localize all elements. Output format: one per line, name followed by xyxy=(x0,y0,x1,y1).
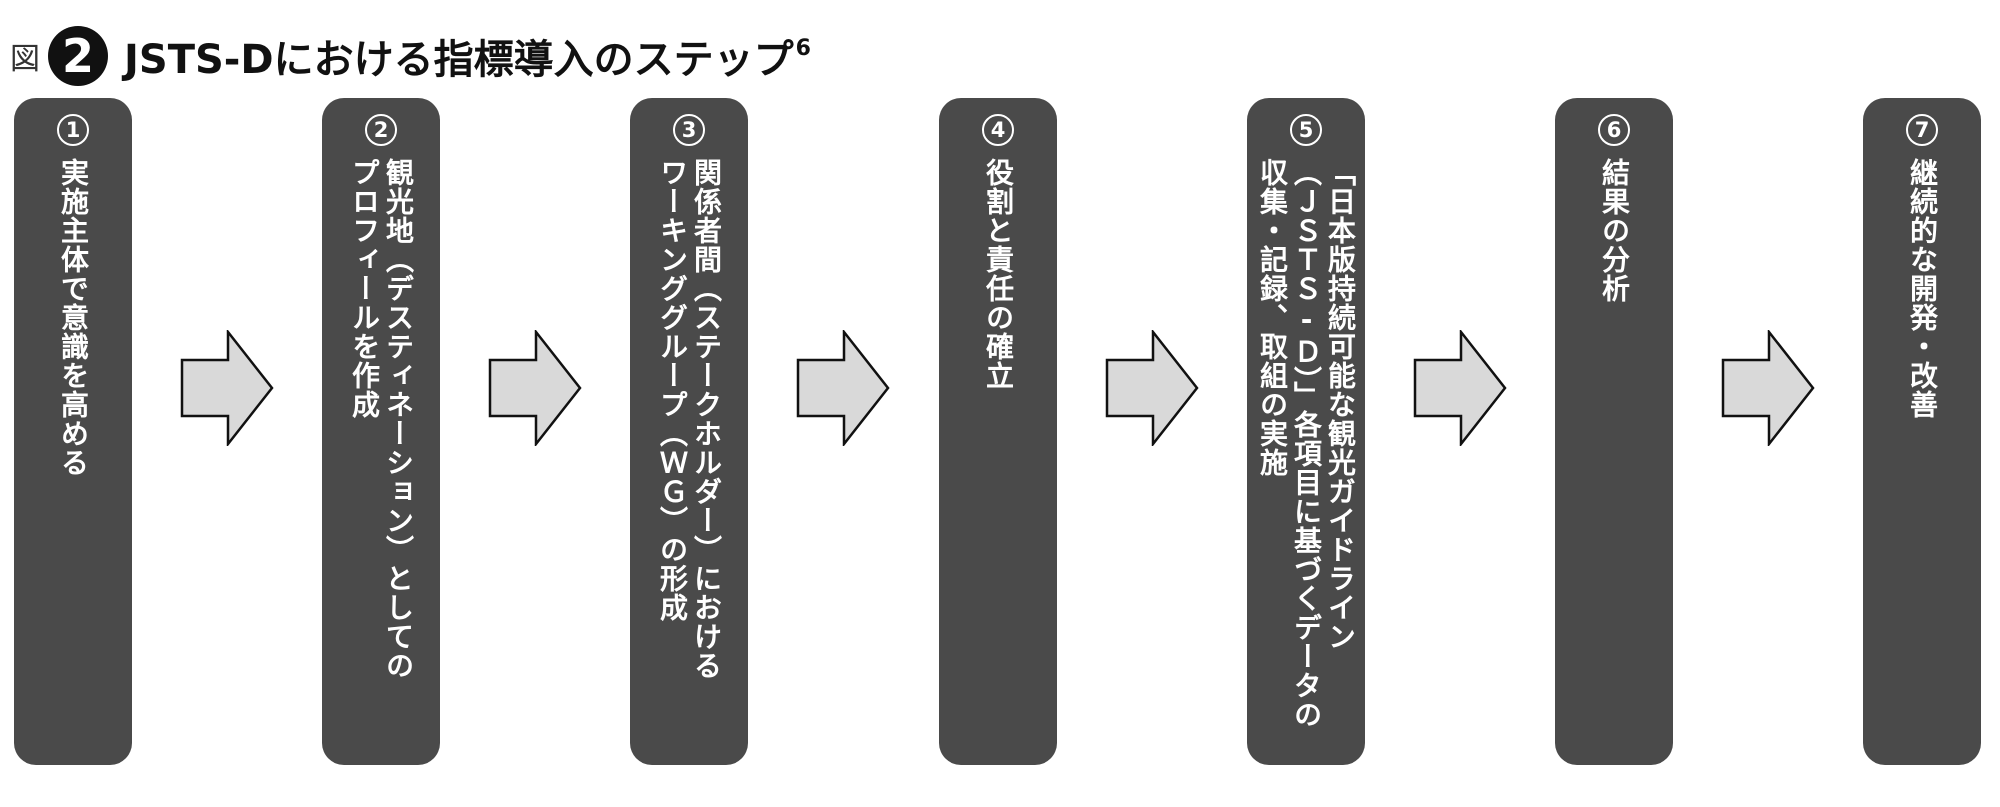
step-box-1: 1 実施主体で意識を高める xyxy=(14,98,132,765)
step-box-7: 7 継続的な開発・改善 xyxy=(1863,98,1981,765)
figure-number-badge: 2 xyxy=(48,26,108,86)
step-number-6: 6 xyxy=(1598,114,1630,146)
step-text-1: 実施主体で意識を高める xyxy=(57,158,90,477)
step-box-2: 2 観光地（デスティネーション）としての プロフィールを作成 xyxy=(322,98,440,765)
figure-title-superscript: 6 xyxy=(795,35,811,61)
step-text-2: 観光地（デスティネーション）としての プロフィールを作成 xyxy=(348,158,415,680)
arrow-right-icon xyxy=(488,330,582,446)
figure-title-text: JSTS-Dにおける指標導入のステップ xyxy=(124,37,794,83)
step-text-7: 継続的な開発・改善 xyxy=(1906,158,1939,419)
arrow-right-icon xyxy=(1105,330,1199,446)
step-number-7: 7 xyxy=(1906,114,1938,146)
step-text-4: 役割と責任の確立 xyxy=(982,158,1015,390)
step-text-6: 結果の分析 xyxy=(1598,158,1631,303)
figure-title-row: 図 2 JSTS-Dにおける指標導入のステップ6 xyxy=(10,24,811,88)
arrow-right-icon xyxy=(180,330,274,446)
arrow-right-icon xyxy=(1721,330,1815,446)
step-number-2: 2 xyxy=(365,114,397,146)
step-number-3: 3 xyxy=(673,114,705,146)
step-box-3: 3 関係者間（ステークホルダー）における ワーキンググループ（ＷＧ）の形成 xyxy=(630,98,748,765)
step-text-5: 「日本版持続可能な観光ガイドライン （ＪＳＴＳ-Ｄ）」各項目に基づくデータの 収… xyxy=(1256,158,1357,729)
step-text-3: 関係者間（ステークホルダー）における ワーキンググループ（ＷＧ）の形成 xyxy=(656,158,723,680)
step-box-4: 4 役割と責任の確立 xyxy=(939,98,1057,765)
arrow-right-icon xyxy=(1413,330,1507,446)
step-box-6: 6 結果の分析 xyxy=(1555,98,1673,765)
step-number-4: 4 xyxy=(982,114,1014,146)
arrow-right-icon xyxy=(796,330,890,446)
step-box-5: 5 「日本版持続可能な観光ガイドライン （ＪＳＴＳ-Ｄ）」各項目に基づくデータの… xyxy=(1247,98,1365,765)
step-number-5: 5 xyxy=(1290,114,1322,146)
figure-title: JSTS-Dにおける指標導入のステップ6 xyxy=(124,27,811,85)
step-number-1: 1 xyxy=(57,114,89,146)
figure-label: 図 xyxy=(10,42,40,77)
